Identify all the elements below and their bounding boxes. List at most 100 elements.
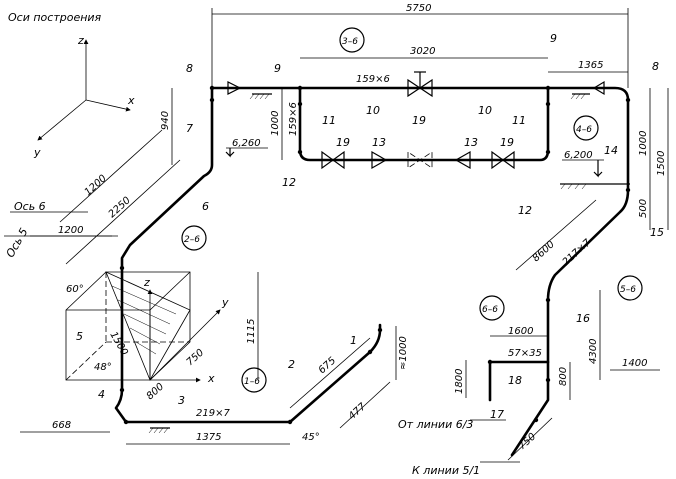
pos-11-left: 11 <box>322 114 336 127</box>
axis-os5: Ось 5 <box>4 226 31 260</box>
spec-159-vertical: 159×6 <box>288 102 299 136</box>
pos-19-left: 19 <box>336 136 350 149</box>
dim-668: 668 <box>52 420 71 431</box>
pos-14: 14 <box>604 144 618 157</box>
pos-16: 16 <box>576 312 590 325</box>
pos-9-left: 9 <box>274 62 281 75</box>
dim-750-box: 750 <box>185 347 207 368</box>
axis-z-label: z <box>77 34 84 47</box>
pos-10-left: 10 <box>366 104 380 117</box>
dim-1000-right: 1000 <box>638 131 649 156</box>
supports <box>148 93 630 434</box>
angles: 60° 48° 45° <box>66 284 320 443</box>
pos-12-left: 12 <box>282 176 296 189</box>
dim-1200-top: 1200 <box>83 173 109 198</box>
elevation-6260: 6,260 <box>232 138 261 149</box>
dim-1400: 1400 <box>622 358 647 369</box>
elevations: 6,260 6,200 <box>225 138 604 178</box>
dim-8600: 8600 <box>531 239 557 264</box>
pos-3: 3 <box>178 394 185 407</box>
dim-1000-approx: ≈1000 <box>398 336 409 370</box>
pos-19-center: 19 <box>412 114 426 127</box>
box-axis-x: x <box>207 372 215 385</box>
isometric-box: z x y <box>65 271 229 385</box>
spec-217: 217×7 <box>561 237 594 268</box>
pos-15: 15 <box>650 226 664 239</box>
dim-1000-left: 1000 <box>270 111 281 136</box>
check-valve-left <box>227 81 242 95</box>
box-axis-z: z <box>143 276 150 289</box>
circled-markers: 3–6 4–6 2–6 5–6 6–6 1–6 <box>181 27 643 393</box>
note-from-line: От линии 6/3 <box>398 418 473 431</box>
pos-11-right: 11 <box>512 114 526 127</box>
angle-45: 45° <box>302 432 320 443</box>
dim-1600: 1600 <box>508 326 533 337</box>
dim-1365: 1365 <box>578 60 603 71</box>
dim-477: 477 <box>347 401 369 422</box>
axis-os6: Ось 6 <box>14 200 46 213</box>
dim-500: 500 <box>638 199 649 218</box>
dim-940: 940 <box>160 111 171 130</box>
note-to-line: К линии 5/1 <box>412 464 480 477</box>
pos-2: 2 <box>288 358 295 371</box>
marker-1-6: 1–6 <box>244 377 260 387</box>
dim-2250: 2250 <box>107 195 133 220</box>
pipe-specs: 159×6 159×6 219×7 217×7 57×35 <box>196 74 594 419</box>
marker-4-6: 4–6 <box>576 125 592 135</box>
dim-1500: 1500 <box>656 151 667 176</box>
check-valve-13-right <box>454 150 471 170</box>
dim-3020: 3020 <box>410 46 435 57</box>
dim-1200-bottom: 1200 <box>58 225 83 236</box>
position-numbers: 8 9 7 10 10 19 11 11 9 8 19 13 13 19 12 … <box>76 32 664 421</box>
axis-x-label: x <box>127 94 135 107</box>
drawing-title: Оси построения <box>8 11 102 24</box>
dim-800-box: 800 <box>145 381 167 402</box>
dim-5750: 5750 <box>211 3 629 92</box>
dim-675: 675 <box>317 355 339 376</box>
dimension-lines <box>20 57 669 461</box>
dim-1375: 1375 <box>196 432 221 443</box>
marker-6-6: 6–6 <box>482 305 498 315</box>
pos-19-right: 19 <box>500 136 514 149</box>
valves <box>227 71 605 170</box>
check-valve-right <box>592 80 605 96</box>
elevation-6200: 6,200 <box>564 150 593 161</box>
angle-60: 60° <box>66 284 84 295</box>
spec-57: 57×35 <box>508 348 542 359</box>
pos-5: 5 <box>76 330 83 343</box>
marker-2-6: 2–6 <box>184 235 200 245</box>
marker-3-6: 3–6 <box>342 37 358 47</box>
valve-bottom-1 <box>321 150 345 170</box>
check-valve-13-left <box>371 150 388 170</box>
connection-notes: От линии 6/3 К линии 5/1 <box>398 418 520 477</box>
pos-12-right: 12 <box>518 204 532 217</box>
pos-6: 6 <box>202 200 209 213</box>
pos-4: 4 <box>98 388 105 401</box>
pos-10-right: 10 <box>478 104 492 117</box>
weld-joints <box>119 85 631 425</box>
construction-axes: Оси построения z x y <box>8 11 135 159</box>
angle-48: 48° <box>94 362 112 373</box>
dim-1500-box: 1500 <box>107 330 129 358</box>
spec-219: 219×7 <box>196 408 230 419</box>
dim-5750-text: 5750 <box>406 3 431 14</box>
marker-5-6: 5–6 <box>620 285 636 295</box>
dim-4300: 4300 <box>588 339 599 364</box>
pos-13-left: 13 <box>372 136 386 149</box>
dim-1115: 1115 <box>246 319 257 344</box>
valve-bottom-dashed <box>407 151 433 169</box>
dim-1800: 1800 <box>454 369 465 394</box>
pos-1: 1 <box>350 334 357 347</box>
dim-800-right: 800 <box>558 367 569 386</box>
valve-bottom-2 <box>491 150 515 170</box>
pos-18: 18 <box>508 374 522 387</box>
pos-13-right: 13 <box>464 136 478 149</box>
pos-7: 7 <box>186 122 193 135</box>
axis-y-label: y <box>33 146 41 159</box>
pos-17: 17 <box>490 408 504 421</box>
pos-8-left: 8 <box>186 62 193 75</box>
box-axis-y: y <box>221 296 229 309</box>
spec-159-top: 159×6 <box>356 74 390 85</box>
pos-8-right: 8 <box>652 60 659 73</box>
